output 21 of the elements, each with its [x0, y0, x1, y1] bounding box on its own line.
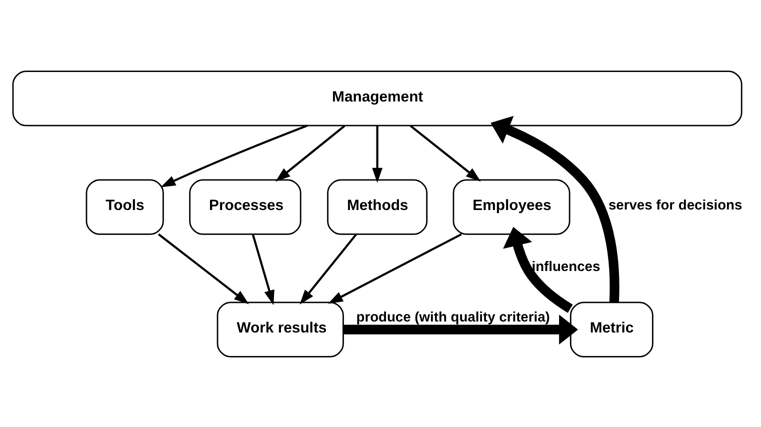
node-box: Processes: [189, 178, 302, 234]
node-box: Methods: [327, 178, 428, 234]
arrow: [328, 232, 462, 304]
node-box: Management: [12, 70, 742, 126]
arrow: [160, 124, 308, 187]
node-box: Employees: [452, 178, 570, 234]
node-box: Metric: [570, 301, 654, 357]
arrow: [275, 124, 346, 182]
edge-label: influences: [532, 257, 600, 274]
arrow: [410, 124, 481, 182]
edge-label: produce (with quality criteria): [356, 308, 550, 324]
edge-label: serves for decisions: [608, 196, 742, 212]
node-box: Tools: [86, 178, 164, 234]
arrow: [300, 233, 358, 304]
arrow: [343, 314, 578, 344]
arrow: [158, 232, 249, 304]
arrow: [490, 115, 620, 302]
arrow: [252, 233, 274, 305]
arrow: [372, 125, 383, 182]
arrow: [503, 226, 573, 312]
node-box: Work results: [216, 301, 344, 357]
